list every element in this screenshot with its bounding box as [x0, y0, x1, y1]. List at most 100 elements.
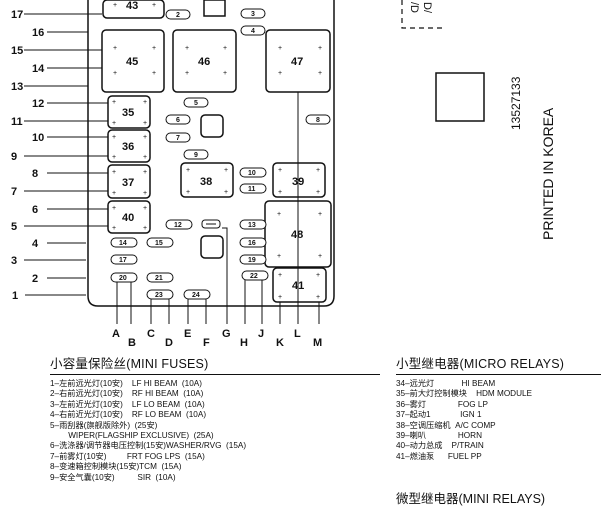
svg-text:+: + — [113, 2, 117, 9]
mini-fuse-item: 1–左前远光灯(10安) LF HI BEAM (10A) — [50, 379, 202, 388]
micro-relays-legend: 小型继电器(MICRO RELAYS) 34–远光灯 HI BEAM 35–前大… — [396, 353, 601, 462]
fuse-4: 4 — [240, 25, 266, 36]
svg-text:+: + — [316, 272, 320, 279]
mini-fuse-item: 3–左前近光灯(10安) LF LO BEAM (10A) — [50, 399, 205, 409]
svg-text:+: + — [318, 253, 322, 260]
relay-37: 37 — [107, 164, 151, 199]
svg-text:+: + — [185, 70, 189, 77]
svg-text:+: + — [277, 211, 281, 218]
svg-text:+: + — [223, 45, 227, 52]
fuse-24: 24 — [183, 289, 211, 300]
dashed-box-line-2: /D — [408, 2, 420, 13]
relay-36-label: 36 — [122, 141, 134, 153]
fuse-20-label: 20 — [119, 275, 127, 282]
fuse-22-label: 22 — [250, 273, 258, 280]
mini-fuse-item: 7–前雾灯(10安) FRT FOG LPS (15A) — [50, 451, 205, 461]
left-number: 7 — [11, 186, 17, 198]
fuse-19: 19 — [239, 254, 267, 265]
svg-text:+: + — [152, 45, 156, 52]
svg-text:+: + — [185, 45, 189, 52]
bottom-letter: G — [222, 328, 231, 340]
relay-35-label: 35 — [122, 107, 134, 119]
fuse-13-label: 13 — [248, 222, 256, 229]
terminal-square — [200, 114, 224, 138]
terminal-square — [200, 235, 224, 259]
fuse-8-label: 8 — [316, 117, 320, 124]
svg-text:+: + — [143, 134, 147, 141]
micro-relay-item: 38–空调压缩机 A/C COMP — [396, 420, 496, 430]
svg-text:+: + — [143, 205, 147, 212]
left-number: 4 — [32, 238, 39, 250]
bottom-letter: M — [313, 337, 322, 349]
mini-fuse-item: 5–雨刮器(旗舰版除外) (25安) — [50, 420, 158, 430]
relay-38-label: 38 — [200, 176, 212, 188]
svg-text:+: + — [278, 70, 282, 77]
relay-35: 35 — [107, 95, 151, 129]
micro-relay-item: 36–雾灯 FOG LP — [396, 399, 488, 409]
mini-fuse-item: WIPER(FLAGSHIP EXCLUSIVE) (25A) — [50, 431, 214, 441]
relay-47: 47 — [265, 29, 331, 93]
svg-text:+: + — [278, 45, 282, 52]
fuse-3: 3 — [240, 8, 266, 19]
left-number: 2 — [32, 273, 38, 285]
left-number: 1 — [12, 290, 18, 302]
left-number: 5 — [11, 221, 17, 233]
fuse-21: 21 — [146, 272, 174, 283]
fuse-14: 14 — [110, 237, 138, 248]
fuse-box-outline — [87, 0, 335, 307]
mini-fuses-legend: 小容量保险丝(MINI FUSES) 1–左前远光灯(10安) LF HI BE… — [50, 353, 380, 483]
micro-relay-item: 40–动力总成 P/TRAIN — [396, 441, 484, 451]
fuse-3-label: 3 — [251, 11, 255, 18]
svg-text:+: + — [224, 167, 228, 174]
left-number: 12 — [32, 98, 44, 110]
svg-text:+: + — [143, 225, 147, 232]
fuse-2-label: 2 — [176, 12, 180, 19]
svg-text:+: + — [112, 190, 116, 197]
micro-relay-item: 37–起动1 IGN 1 — [396, 410, 482, 420]
bottom-letter: L — [294, 328, 301, 340]
svg-text:+: + — [278, 272, 282, 279]
svg-text:+: + — [277, 253, 281, 260]
svg-text:+: + — [318, 211, 322, 218]
fuse-15: 15 — [146, 237, 174, 248]
bottom-letter: F — [203, 337, 210, 349]
relay-43: 43 — [102, 0, 165, 19]
terminal-square — [203, 0, 226, 17]
bottom-pointers — [116, 92, 320, 324]
bottom-letter: D — [165, 337, 173, 349]
left-number: 10 — [32, 132, 44, 144]
fuse-19-label: 19 — [248, 257, 256, 264]
svg-text:+: + — [316, 167, 320, 174]
bottom-letter: B — [128, 337, 136, 349]
left-number: 3 — [11, 255, 17, 267]
svg-text:+: + — [152, 70, 156, 77]
fuse-13: 13 — [239, 219, 267, 230]
left-number: 9 — [11, 151, 17, 163]
svg-text:+: + — [186, 167, 190, 174]
svg-text:+: + — [112, 120, 116, 127]
left-number: 14 — [32, 63, 45, 75]
relay-36: 36 — [107, 129, 151, 163]
relay-46-label: 46 — [198, 56, 210, 68]
relay-40: 40 — [107, 200, 151, 234]
mini-fuse-item: 4–右前近光灯(10安) RF LO BEAM (10A) — [50, 410, 207, 420]
mini-fuse-item: 8–变速箱控制模块(15安)TCM (15A) — [50, 462, 182, 472]
bottom-letter: H — [240, 337, 248, 349]
fuse-5: 5 — [183, 97, 209, 108]
left-number: 11 — [11, 116, 23, 128]
svg-text:+: + — [112, 99, 116, 106]
left-number: 6 — [32, 204, 38, 216]
fuse-23: 23 — [146, 289, 174, 300]
left-number: 13 — [11, 81, 23, 93]
fuse-16-label: 16 — [248, 240, 256, 247]
fuse-23-label: 23 — [155, 292, 163, 299]
svg-text:+: + — [223, 70, 227, 77]
svg-text:+: + — [278, 294, 282, 301]
svg-text:+: + — [278, 167, 282, 174]
fuse-11-label: 11 — [248, 186, 256, 193]
mini-fuses: 2 3 4 5 6 7 8 9 10 11 12 13 14 15 16 17 … — [110, 8, 331, 300]
bottom-letter: E — [184, 328, 191, 340]
micro-relay-item: 41–燃油泵 FUEL PP — [396, 451, 482, 461]
micro-relay-item: 39–喇叭 HORN — [396, 431, 482, 441]
left-number: 8 — [32, 168, 38, 180]
